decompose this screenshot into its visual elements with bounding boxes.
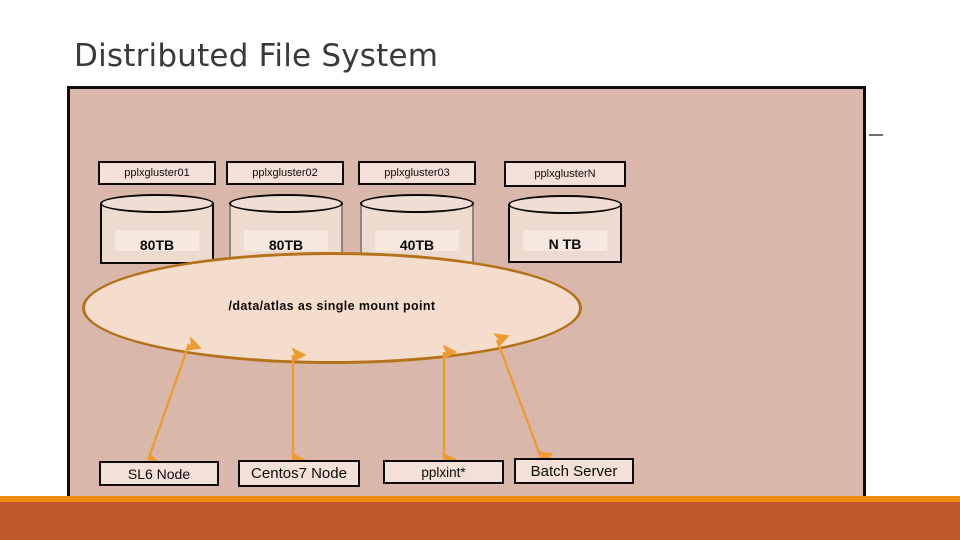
- cylinder-top-ellipse-2: [229, 194, 343, 213]
- accent-bar-thin: [0, 496, 960, 502]
- cluster-cylinder-n: N TB: [508, 195, 622, 263]
- cluster-label-3: pplxgluster03: [358, 161, 476, 185]
- client-node-pplxint[interactable]: pplxint*: [383, 460, 504, 484]
- cylinder-top-ellipse-1: [100, 194, 214, 213]
- page-title: Distributed File System: [74, 38, 439, 74]
- cylinder-shade-2: [244, 230, 328, 252]
- cluster-capacity-n: N TB: [548, 236, 582, 252]
- cluster-label-2: pplxgluster02: [226, 161, 344, 185]
- cluster-cylinder-3: 40TB: [360, 194, 474, 264]
- client-node-sl6[interactable]: SL6 Node: [99, 461, 219, 486]
- cylinder-body-3: [360, 203, 474, 264]
- cluster-label-n: pplxglusterN: [504, 161, 626, 187]
- cylinder-shade-n: [523, 230, 607, 251]
- cluster-cylinder-1: 80TB: [100, 194, 214, 264]
- cylinder-top-ellipse-n: [508, 195, 622, 214]
- client-node-centos7[interactable]: Centos7 Node: [238, 460, 360, 487]
- cluster-capacity-3: 40TB: [399, 237, 435, 253]
- cylinder-body-1: [100, 203, 214, 264]
- cylinder-shade-1: [115, 230, 199, 252]
- mount-point-ellipse: /data/atlas as single mount point: [82, 252, 582, 364]
- cylinder-shade-3: [375, 230, 459, 252]
- cluster-capacity-1: 80TB: [139, 237, 175, 253]
- cluster-capacity-2: 80TB: [268, 237, 304, 253]
- cylinder-top-ellipse-3: [360, 194, 474, 213]
- accent-bar-thick: [0, 502, 960, 540]
- cluster-label-1: pplxgluster01: [98, 161, 216, 185]
- edge-tick-mark: [869, 134, 883, 136]
- client-node-batch-server[interactable]: Batch Server: [514, 458, 634, 484]
- mount-point-label: /data/atlas as single mount point: [228, 299, 436, 313]
